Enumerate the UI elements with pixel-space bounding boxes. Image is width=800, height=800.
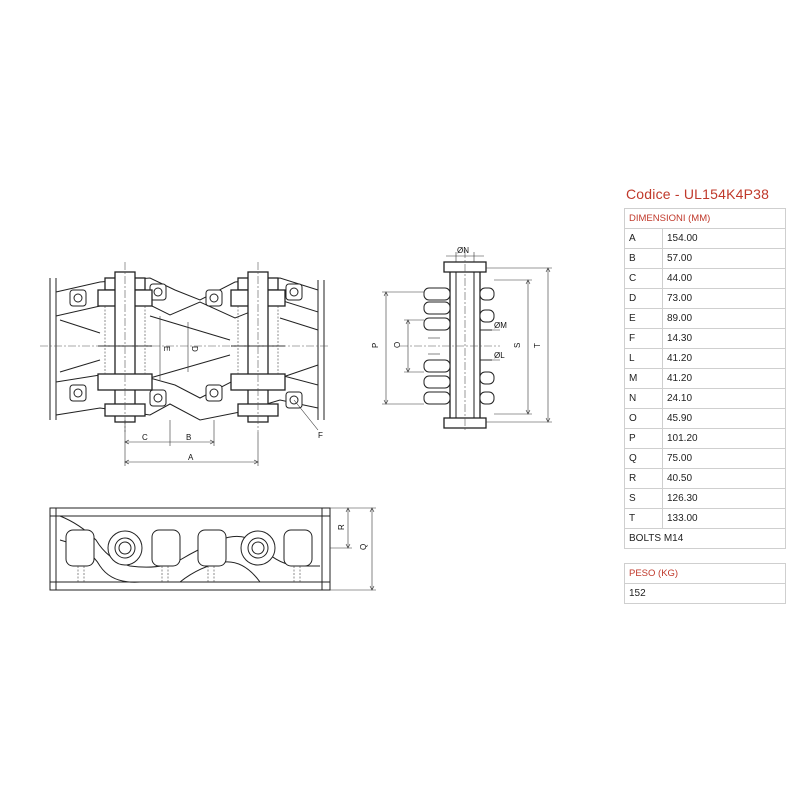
dimension-value: 41.20 (662, 348, 786, 369)
dimension-value: 24.10 (662, 388, 786, 409)
weight-value: 152 (624, 583, 786, 604)
dimension-key: O (624, 408, 663, 429)
dimension-key: D (624, 288, 663, 309)
dimension-key: P (624, 428, 663, 449)
dim-label-a: A (188, 453, 194, 462)
bolts-row: BOLTS M14 (624, 528, 786, 549)
dimension-key: Q (624, 448, 663, 469)
dimension-value: 154.00 (662, 228, 786, 249)
dim-label-d: D (190, 346, 199, 352)
dim-label-p: P (371, 343, 380, 348)
side-view (382, 250, 552, 430)
dimension-key: R (624, 468, 663, 489)
dim-label-q: Q (359, 544, 368, 550)
dim-label-o: O (393, 342, 402, 348)
dimension-key: T (624, 508, 663, 529)
bolts-spec: BOLTS M14 (624, 528, 786, 549)
dim-label-m: ØM (494, 321, 507, 330)
weight-header-row: PESO (KG) (624, 563, 786, 584)
dimension-value: 75.00 (662, 448, 786, 469)
dimension-value: 14.30 (662, 328, 786, 349)
dim-label-s: S (513, 343, 522, 348)
dimension-key: F (624, 328, 663, 349)
dimension-labels: E D C B A F ØN ØM ØL P O S T R Q (142, 246, 542, 550)
dimensions-header: DIMENSIONI (MM) (624, 208, 786, 229)
dimension-value: 41.20 (662, 368, 786, 389)
dimension-value: 133.00 (662, 508, 786, 529)
dimension-value: 57.00 (662, 248, 786, 269)
dimension-value: 89.00 (662, 308, 786, 329)
dim-label-e: E (162, 346, 171, 351)
dimension-value: 45.90 (662, 408, 786, 429)
top-view (40, 262, 330, 466)
dimensions-header-row: DIMENSIONI (MM) (624, 208, 786, 229)
dimension-value: 40.50 (662, 468, 786, 489)
product-code-title: Codice - UL154K4P38 (626, 186, 770, 202)
dim-label-b: B (186, 433, 191, 442)
dim-label-f: F (318, 431, 323, 440)
dim-label-r: R (337, 524, 346, 530)
dimension-key: S (624, 488, 663, 509)
dimension-value: 126.30 (662, 488, 786, 509)
dimension-key: N (624, 388, 663, 409)
dim-label-n: ØN (457, 246, 469, 255)
dimension-value: 44.00 (662, 268, 786, 289)
dimension-key: A (624, 228, 663, 249)
dimension-key: M (624, 368, 663, 389)
dimension-key: L (624, 348, 663, 369)
dim-label-c: C (142, 433, 148, 442)
technical-drawing: E D C B A F ØN ØM ØL P O S T R Q (40, 246, 552, 591)
dimension-value: 73.00 (662, 288, 786, 309)
dimension-key: B (624, 248, 663, 269)
dimension-key: C (624, 268, 663, 289)
dimension-value: 101.20 (662, 428, 786, 449)
weight-header: PESO (KG) (624, 563, 786, 584)
dim-label-t: T (533, 343, 542, 348)
dim-label-l: ØL (494, 351, 505, 360)
bottom-view (49, 507, 376, 591)
weight-value-row: 152 (624, 583, 786, 604)
weight-table: PESO (KG) 152 (624, 563, 786, 604)
dimension-key: E (624, 308, 663, 329)
